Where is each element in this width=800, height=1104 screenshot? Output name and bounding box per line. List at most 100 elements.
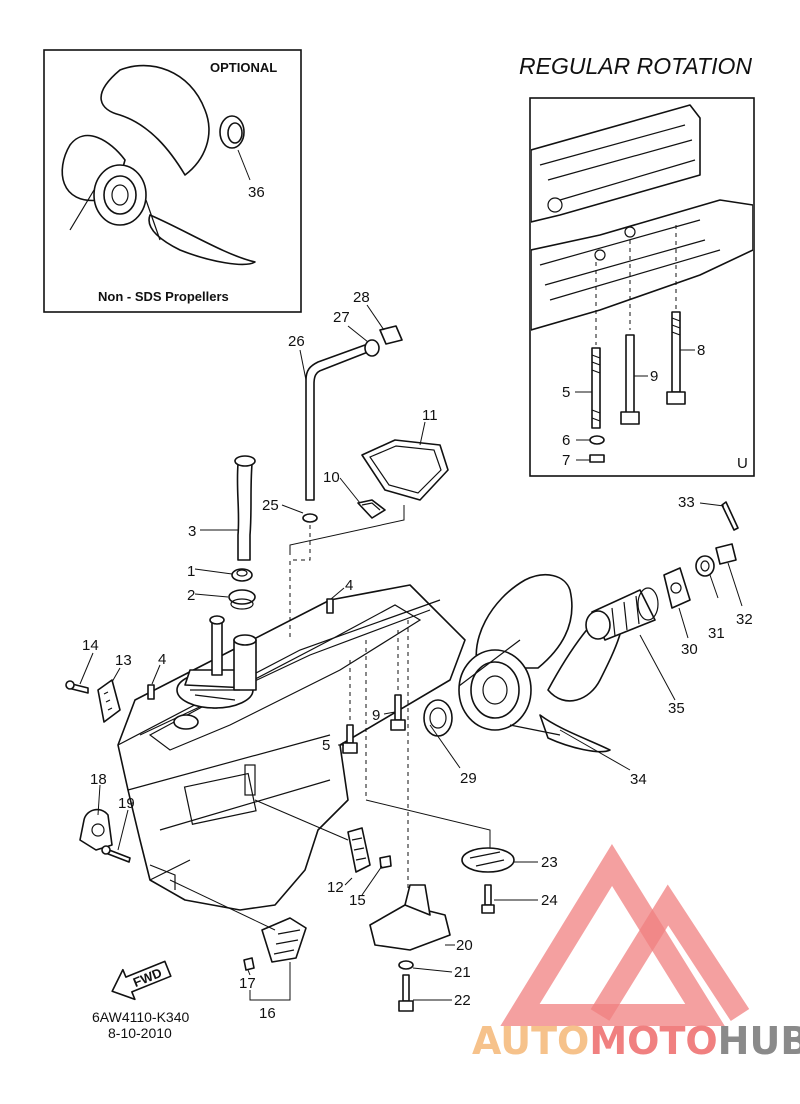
clip-28 bbox=[379, 325, 403, 345]
fwd-direction-arrow: FWD bbox=[111, 960, 172, 1001]
part-label-17: 17 bbox=[239, 975, 256, 992]
part-label-1: 1 bbox=[187, 563, 195, 580]
inset-corner-mark: U bbox=[737, 455, 748, 472]
part-label-32: 32 bbox=[736, 611, 753, 628]
bolt-22 bbox=[398, 974, 414, 1012]
anode-16 bbox=[261, 917, 307, 963]
bolt-5-main bbox=[342, 724, 358, 754]
water-tube-3 bbox=[234, 455, 256, 561]
part-label-11: 11 bbox=[422, 407, 438, 424]
inset-label-5: 5 bbox=[562, 384, 570, 401]
part-label-4b: 4 bbox=[158, 651, 166, 668]
anode-18 bbox=[79, 808, 113, 851]
propeller-34 bbox=[458, 574, 624, 753]
part-label-20: 20 bbox=[456, 937, 473, 954]
part-label-4a: 4 bbox=[345, 577, 353, 594]
spacer-35 bbox=[585, 587, 659, 641]
part-label-16: 16 bbox=[259, 1005, 276, 1022]
cotter-pin-33 bbox=[721, 501, 739, 531]
dowel-pin-4a bbox=[147, 684, 155, 700]
part-label-3: 3 bbox=[188, 523, 196, 540]
inset-label-9: 9 bbox=[650, 368, 658, 385]
thrust-washer-29 bbox=[423, 699, 453, 737]
anode-12 bbox=[347, 827, 371, 873]
lower-casing-assembly bbox=[117, 584, 466, 911]
part-label-13: 13 bbox=[115, 652, 132, 669]
part-label-14: 14 bbox=[82, 637, 99, 654]
watermark-part-hub: HUB bbox=[718, 1019, 800, 1063]
part-label-28: 28 bbox=[353, 289, 370, 306]
anode-13 bbox=[97, 679, 121, 723]
part-label-5: 5 bbox=[322, 737, 330, 754]
nut-17 bbox=[243, 957, 255, 971]
stud-bolt-5 bbox=[591, 347, 601, 429]
leader-lines bbox=[79, 304, 743, 1001]
optional-propeller-inset: OPTIONAL 36 Non - SDS Propellers bbox=[43, 49, 302, 313]
grommet-1 bbox=[231, 568, 253, 582]
bolt-9 bbox=[620, 334, 640, 425]
washer-31 bbox=[695, 555, 715, 577]
part-label-10: 10 bbox=[323, 469, 340, 486]
washer-6 bbox=[589, 435, 605, 445]
regular-rotation-inset-frame bbox=[529, 97, 755, 477]
watermark-part-moto: MOTO bbox=[589, 1019, 717, 1063]
inset-label-6: 6 bbox=[562, 432, 570, 449]
grommet-27 bbox=[364, 339, 380, 357]
grommet-25 bbox=[302, 513, 318, 523]
part-label-18: 18 bbox=[90, 771, 107, 788]
nut-32 bbox=[715, 543, 737, 565]
skeg-plate-20 bbox=[369, 884, 451, 951]
cover-23 bbox=[461, 847, 515, 873]
nut-15 bbox=[379, 855, 392, 869]
part-label-24: 24 bbox=[541, 892, 558, 909]
part-label-30: 30 bbox=[681, 641, 698, 658]
part-label-34: 34 bbox=[630, 771, 647, 788]
part-label-21: 21 bbox=[454, 964, 471, 981]
regular-rotation-inset: 8 9 5 6 7 U bbox=[529, 97, 755, 477]
optional-inset-frame bbox=[43, 49, 302, 313]
part-label-12: 12 bbox=[327, 879, 344, 896]
non-sds-propeller-illustration bbox=[61, 64, 256, 266]
bolt-14 bbox=[65, 680, 89, 694]
washer-30 bbox=[663, 567, 691, 609]
dowel-pin-4b bbox=[326, 598, 334, 614]
water-pump-housing bbox=[176, 615, 257, 709]
bolt-9-main bbox=[390, 694, 406, 731]
optional-heading: OPTIONAL bbox=[210, 60, 277, 75]
nut-7 bbox=[589, 454, 605, 463]
part-label-9: 9 bbox=[372, 707, 380, 724]
housing-partial-view bbox=[531, 104, 753, 331]
part-labels: 1 2 3 4 4 5 9 10 11 12 13 14 15 16 17 18… bbox=[82, 289, 753, 1022]
watermark-text: AUTOMOTOHUB bbox=[472, 1019, 800, 1063]
part-label-2: 2 bbox=[187, 587, 195, 604]
inset-label-7: 7 bbox=[562, 452, 570, 469]
bolt-24 bbox=[481, 884, 495, 914]
seal-10 bbox=[357, 499, 386, 519]
diagram-title: REGULAR ROTATION bbox=[519, 53, 752, 79]
part-label-25: 25 bbox=[262, 497, 279, 514]
watermark-part-auto: AUTO bbox=[472, 1019, 589, 1063]
inset-label-8: 8 bbox=[697, 342, 705, 359]
part-label-26: 26 bbox=[288, 333, 305, 350]
seal-11 bbox=[361, 439, 449, 501]
lower-casing bbox=[117, 584, 466, 911]
part-label-29: 29 bbox=[460, 770, 477, 787]
washer-21 bbox=[398, 960, 414, 970]
automotohub-watermark: AUTOMOTOHUB bbox=[472, 844, 800, 1063]
part-label-27: 27 bbox=[333, 309, 350, 326]
drawing-date: 8-10-2010 bbox=[108, 1025, 172, 1041]
optional-caption: Non - SDS Propellers bbox=[98, 289, 229, 304]
part-label-22: 22 bbox=[454, 992, 471, 1009]
part-label-19: 19 bbox=[118, 795, 135, 812]
drawing-number: 6AW4110-K340 bbox=[92, 1009, 189, 1025]
part-label-23: 23 bbox=[541, 854, 558, 871]
spline-washer-36 bbox=[219, 115, 245, 149]
part-label-15: 15 bbox=[349, 892, 366, 909]
part-label-31: 31 bbox=[708, 625, 725, 642]
watermark-logo-mark bbox=[500, 844, 750, 1026]
part-label-36: 36 bbox=[248, 184, 265, 201]
bolt-19 bbox=[101, 845, 131, 863]
part-label-33: 33 bbox=[678, 494, 695, 511]
